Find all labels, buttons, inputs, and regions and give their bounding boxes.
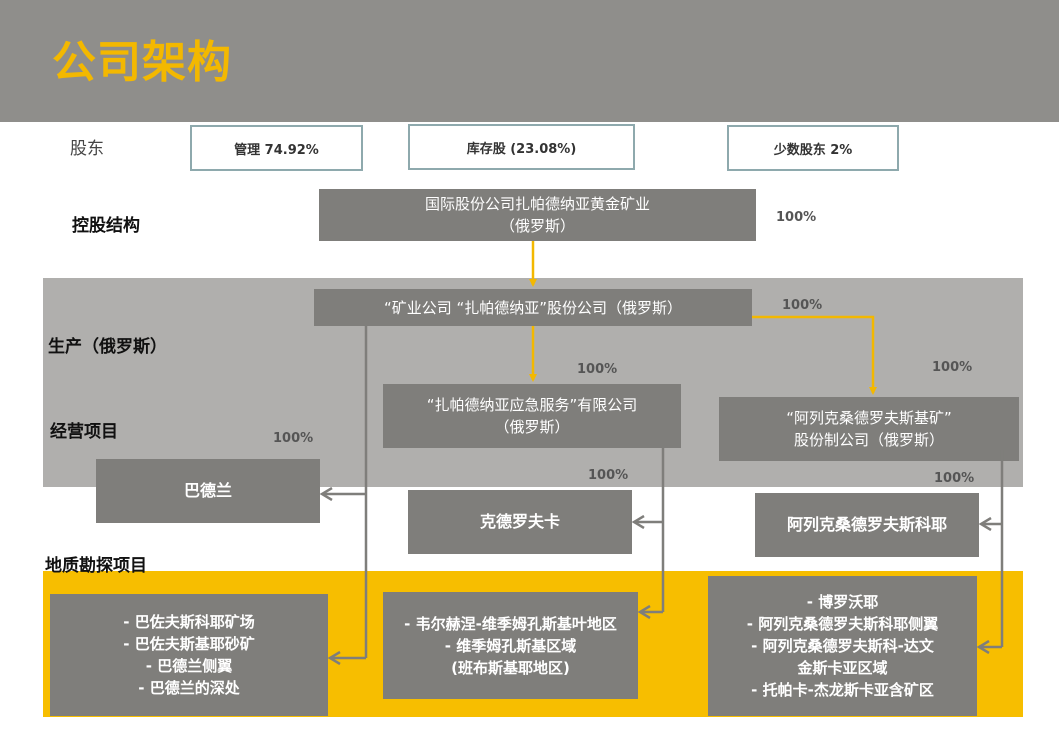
label-holding: 控股结构 [72, 216, 140, 236]
operation-alexandrovsky: 阿列克桑德罗夫斯科耶 [755, 493, 979, 557]
exploration-right-item: - 托帕卡-杰龙斯卡亚含矿区 [751, 681, 934, 699]
exploration-right-item: - 阿列克桑德罗夫斯科耶侧翼 [746, 615, 939, 633]
label-operations: 经营项目 [50, 422, 118, 442]
pct-kedeluofuka: 100% [588, 468, 629, 483]
exploration-right-item: - 阿列克桑德罗夫斯科-达文 [751, 637, 934, 655]
exploration-right-item: 金斯卡亚区域 [797, 659, 888, 677]
shareholder-minority: 少数股东 2% [727, 125, 899, 171]
exploration-left-item: - 巴佐夫斯基耶砂矿 [123, 635, 255, 653]
operation-badelan: 巴德兰 [96, 459, 320, 523]
exploration-middle-item: - 韦尔赫涅-维季姆孔斯基叶地区 [404, 614, 617, 633]
emergency-services-box: “扎帕德纳亚应急服务”有限公司 （俄罗斯） [383, 384, 681, 448]
page-title: 公司架构 [52, 37, 232, 88]
operation-kedeluofuka: 克德罗夫卡 [408, 490, 632, 554]
exploration-middle-box: - 韦尔赫涅-维季姆孔斯基叶地区 - 维季姆孔斯基区域 (班布斯基耶地区) [383, 592, 638, 699]
holding-company-name: 国际股份公司扎帕德纳亚黄金矿业 [424, 195, 650, 213]
emergency-services-name: “扎帕德纳亚应急服务”有限公司 [426, 396, 638, 414]
pct-holding: 100% [776, 210, 817, 225]
mining-company-box: “矿业公司 “扎帕德纳亚”股份公司（俄罗斯） [314, 289, 752, 326]
label-production: 生产（俄罗斯） [48, 337, 167, 357]
exploration-right-box: - 博罗沃耶 - 阿列克桑德罗夫斯科耶侧翼 - 阿列克桑德罗夫斯科-达文 金斯卡… [708, 576, 977, 716]
pct-alex: 100% [932, 360, 973, 375]
exploration-middle-item: - 维季姆孔斯基区域 [444, 636, 577, 655]
alexandrovsky-mine-type: 股份制公司（俄罗斯） [793, 431, 944, 449]
pct-emergency: 100% [577, 362, 618, 377]
exploration-left-item: - 巴德兰的深处 [138, 679, 240, 697]
exploration-left-item: - 巴德兰侧翼 [145, 657, 233, 675]
holding-company-box: 国际股份公司扎帕德纳亚黄金矿业 （俄罗斯） [319, 189, 756, 241]
shareholder-treasury: 库存股 (23.08%) [408, 124, 635, 170]
alexandrovsky-mine-box: “阿列克桑德罗夫斯基矿” 股份制公司（俄罗斯） [719, 397, 1019, 461]
exploration-left-item: - 巴佐夫斯科耶矿场 [123, 613, 255, 631]
exploration-middle-item: (班布斯基耶地区) [451, 658, 570, 677]
shareholder-management: 管理 74.92% [190, 125, 363, 171]
header-bar [0, 0, 1059, 122]
exploration-right-item: - 博罗沃耶 [806, 593, 879, 611]
label-exploration: 地质勘探项目 [45, 556, 147, 576]
exploration-left-box: - 巴佐夫斯科耶矿场 - 巴佐夫斯基耶砂矿 - 巴德兰侧翼 - 巴德兰的深处 [50, 594, 328, 716]
pct-alex-link: 100% [782, 298, 823, 313]
alexandrovsky-mine-name: “阿列克桑德罗夫斯基矿” [786, 409, 952, 427]
label-shareholders: 股东 [70, 139, 104, 159]
pct-alexandrovsky: 100% [934, 471, 975, 486]
emergency-services-country: （俄罗斯） [494, 418, 570, 436]
arrow-mining-to-alex [752, 315, 877, 395]
pct-badelan: 100% [273, 431, 314, 446]
holding-company-country: （俄罗斯） [499, 217, 575, 235]
